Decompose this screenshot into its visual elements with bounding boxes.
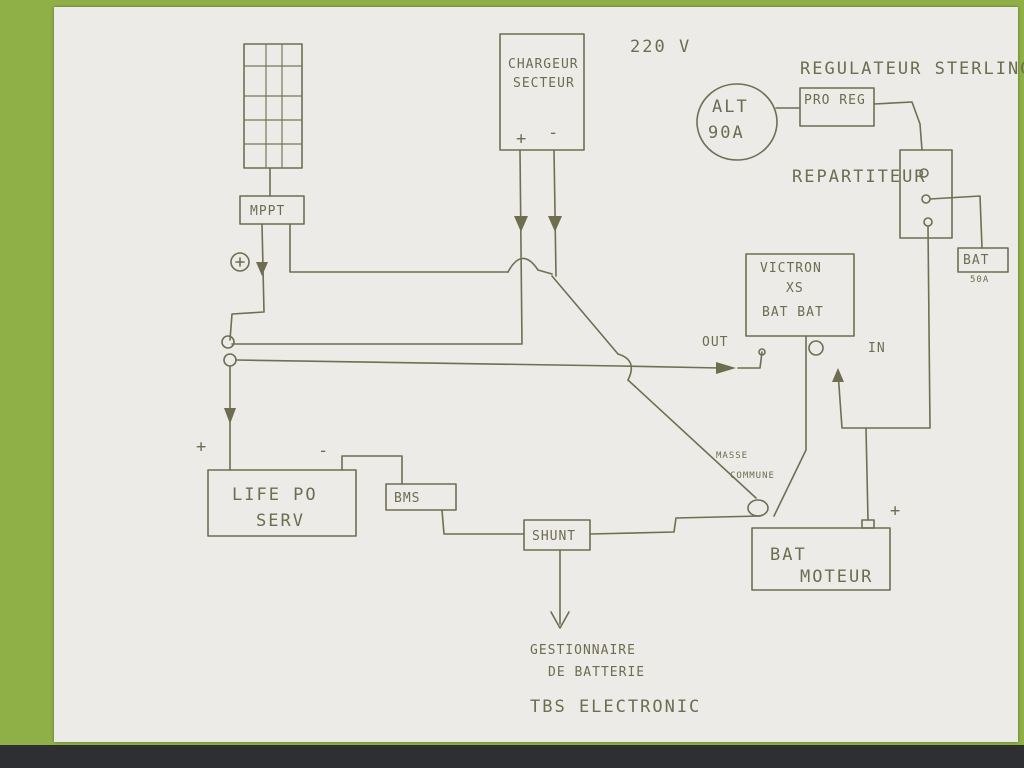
alt-label-line1: ALT: [712, 97, 749, 117]
minus-marker: -: [318, 441, 330, 461]
out-label: OUT: [702, 335, 728, 350]
mppt-label: MPPT: [250, 204, 285, 219]
bat-50a-line1: BAT: [963, 253, 989, 268]
alt-label-line2: 90A: [708, 123, 745, 143]
pro-reg-label: PRO REG: [804, 93, 866, 108]
shunt-box: SHUNT: [523, 519, 591, 551]
victron-box: VICTRON XS BAT BAT: [745, 253, 855, 337]
gest-label-line2: DE BATTERIE: [548, 665, 645, 680]
bms-box: BMS: [385, 483, 457, 511]
pro-reg-box: PRO REG: [775, 87, 875, 127]
lifepo-label-line1: LIFE PO: [232, 485, 318, 505]
charger-plus: +: [516, 129, 528, 149]
charger-label-line2: SECTEUR: [513, 76, 575, 91]
masse-label-line1: MASSE: [716, 451, 748, 461]
batmoteur-label-line1: BAT: [770, 545, 807, 565]
lifepo-label-line2: SERV: [256, 511, 305, 531]
charger-box: CHARGEUR SECTEUR + -: [499, 33, 585, 151]
victron-label-line1: VICTRON: [760, 261, 822, 276]
solar-panel: [243, 43, 303, 169]
charger-label-line1: CHARGEUR: [508, 57, 579, 72]
bms-label: BMS: [394, 491, 420, 506]
charger-minus: -: [548, 123, 560, 143]
batmoteur-plus: +: [890, 501, 902, 521]
mppt-box: MPPT: [239, 167, 305, 225]
victron-label-line2: XS: [786, 281, 804, 296]
bat-50a-box: BAT 50A: [957, 247, 1009, 285]
voltage-label: 220 V: [630, 37, 691, 57]
repartiteur-label: REPARTITEUR: [792, 167, 927, 187]
alternator: ALT 90A: [696, 83, 778, 161]
tbs-label: TBS ELECTRONIC: [530, 697, 701, 717]
bat-moteur-box: BAT MOTEUR: [751, 519, 891, 591]
in-label: IN: [868, 341, 886, 356]
lifepo-box: LIFE PO SERV: [207, 469, 357, 537]
plus-marker: +: [196, 437, 208, 457]
bat-50a-line2: 50A: [970, 275, 989, 285]
batmoteur-label-line2: MOTEUR: [800, 567, 873, 587]
paper-sheet: [54, 7, 1018, 742]
masse-label-line2: COMMUNE: [730, 471, 775, 481]
gest-label-line1: GESTIONNAIRE: [530, 643, 636, 658]
victron-label-line3: BAT BAT: [762, 305, 824, 320]
repartiteur-box: [899, 149, 953, 239]
regulator-title: REGULATEUR STERLING: [800, 59, 1024, 79]
shunt-label: SHUNT: [532, 529, 576, 544]
